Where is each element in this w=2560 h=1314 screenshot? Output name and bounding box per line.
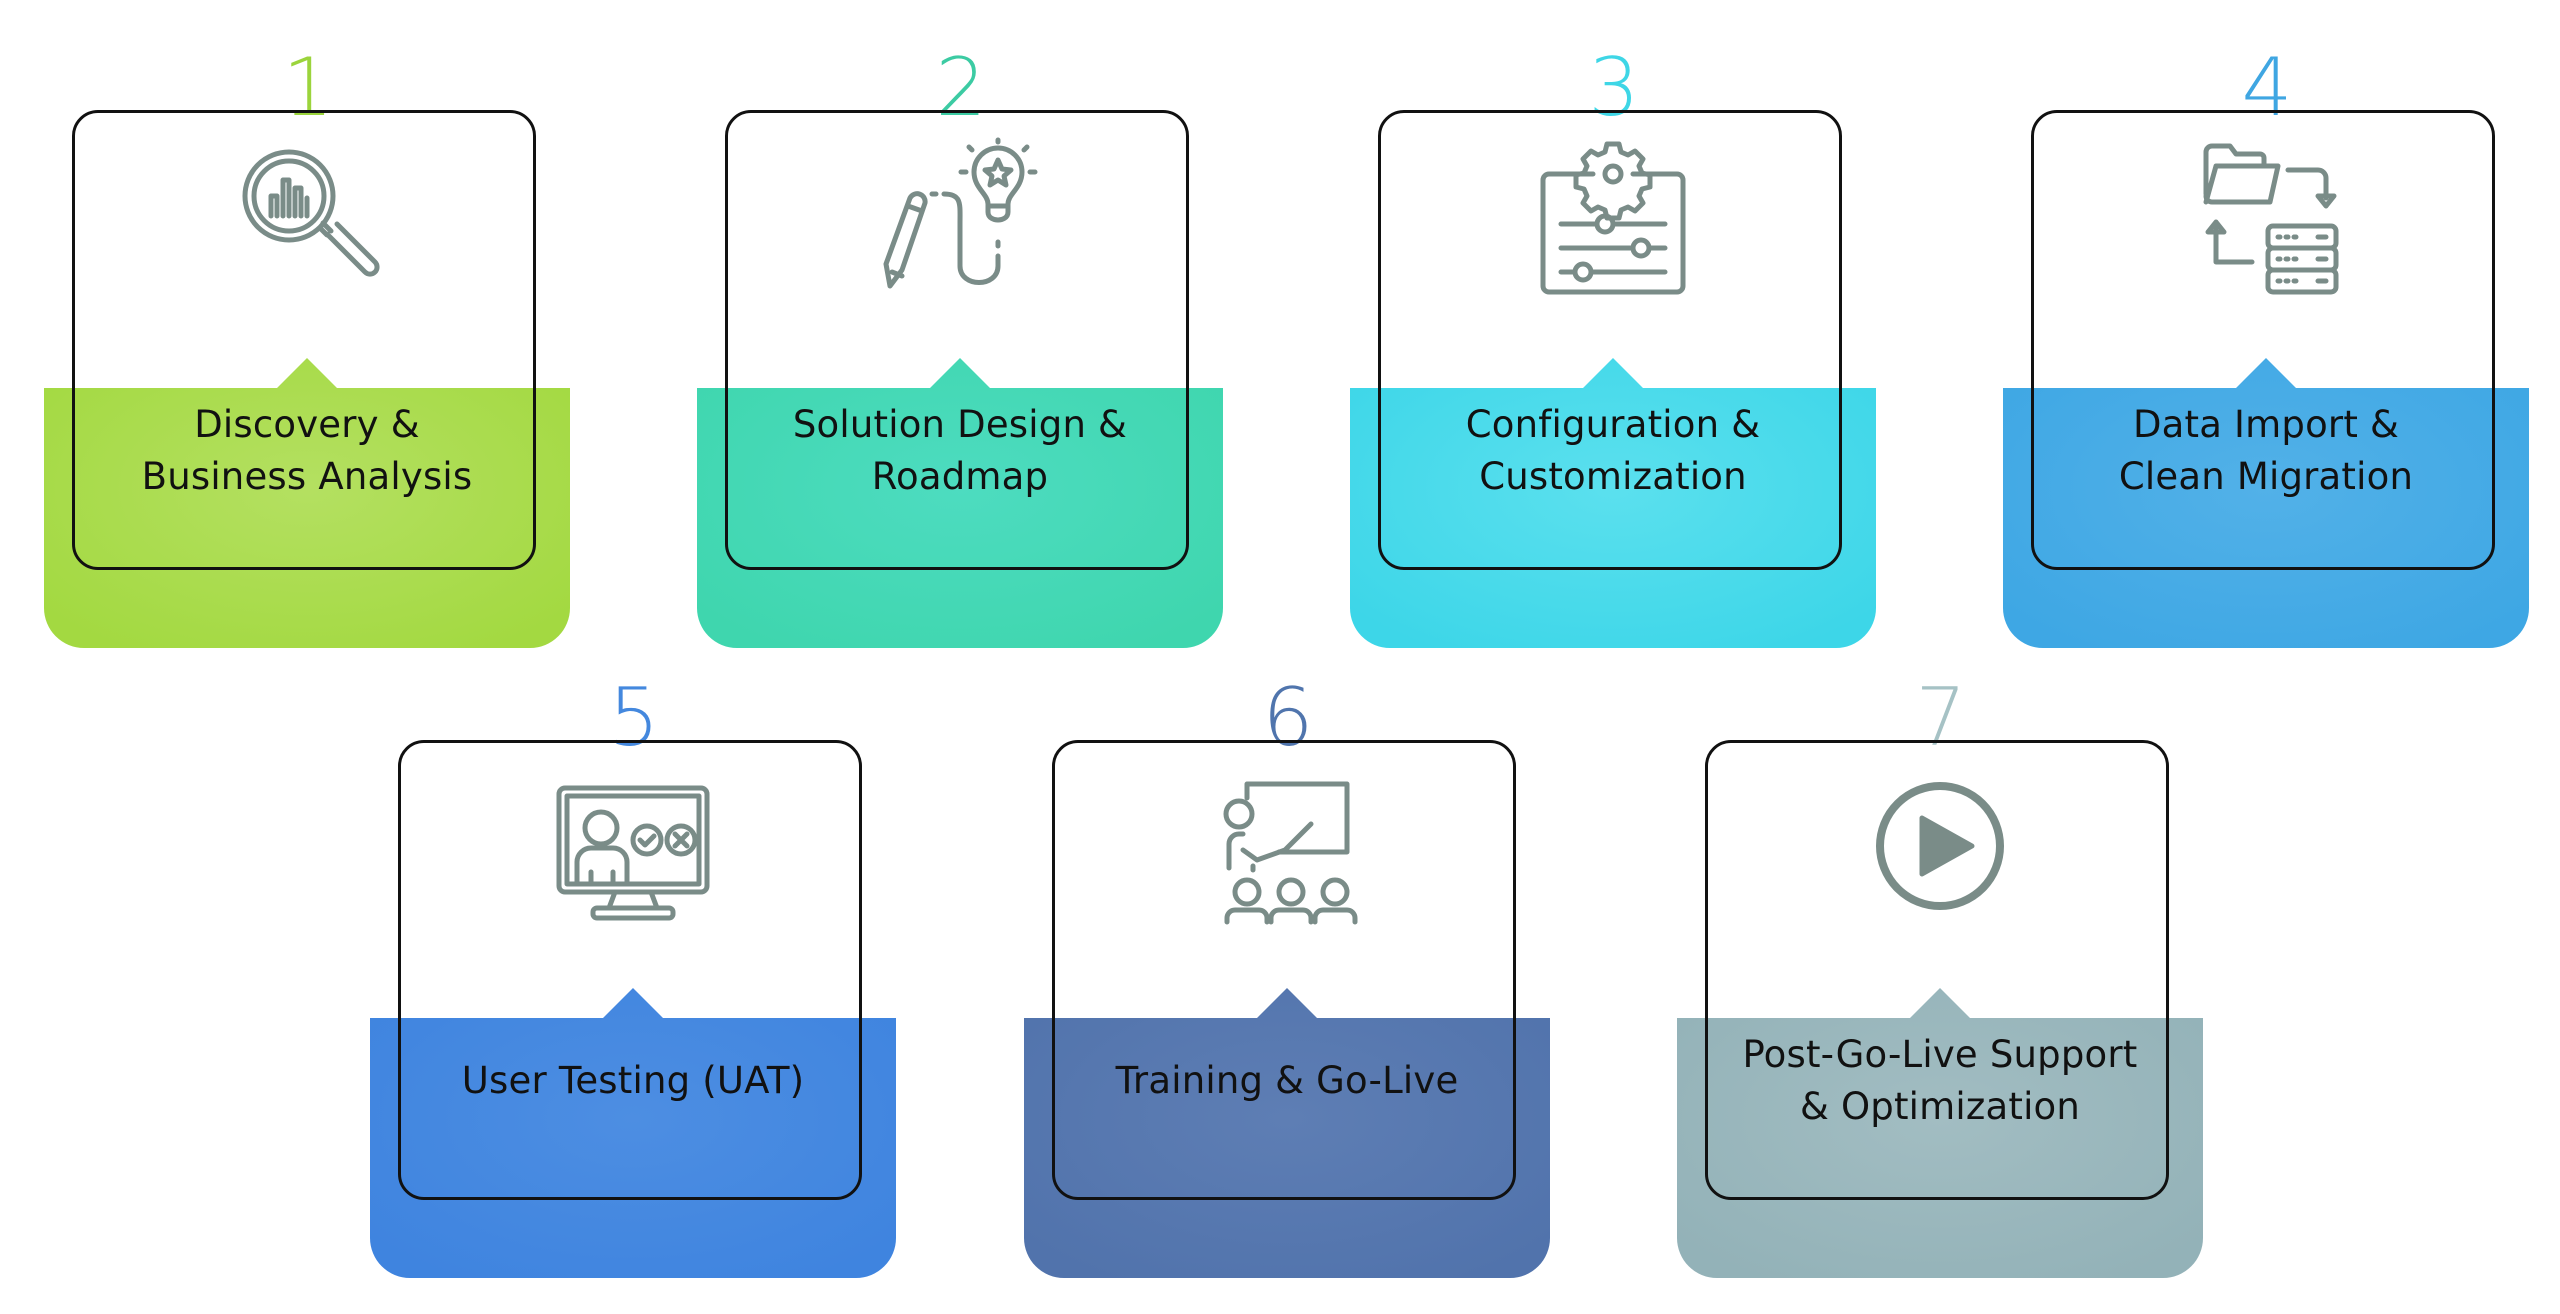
step-card-outline [1705, 740, 2169, 1200]
step-card-outline [1378, 110, 1842, 570]
step-card-outline [72, 110, 536, 570]
monitor-user-check-icon [553, 766, 713, 926]
step-card-outline [2031, 110, 2495, 570]
step-card-outline [398, 740, 862, 1200]
step-color-panel [697, 358, 1223, 648]
presenter-audience-icon [1207, 766, 1367, 926]
step-label: Solution Design & Roadmap [737, 360, 1183, 542]
step-label-line: Business Analysis [141, 455, 473, 498]
folder-database-sync-icon [2186, 136, 2346, 296]
step-label: Training & Go-Live [1064, 990, 1510, 1172]
step-label-line: Data Import & [2132, 403, 2400, 446]
step-label-line: Roadmap [871, 455, 1049, 498]
step-label-line: Discovery & [194, 403, 420, 446]
step-label-line: Solution Design & [792, 403, 1128, 446]
magnifier-chart-icon [227, 136, 387, 296]
step-label-line: Training & Go-Live [1115, 1059, 1459, 1102]
step-number: 3 [1588, 41, 1640, 134]
step-card-outline [1052, 740, 1516, 1200]
step-color-panel [44, 358, 570, 648]
step-number: 7 [1915, 671, 1967, 764]
step-number: 2 [935, 41, 987, 134]
step-number: 6 [1262, 671, 1314, 764]
step-label: Data Import & Clean Migration [2043, 360, 2489, 542]
step-label-line: User Testing (UAT) [461, 1059, 805, 1102]
step-color-panel [1677, 988, 2203, 1278]
step-color-panel [1350, 358, 1876, 648]
step-label-line: Configuration & [1465, 403, 1761, 446]
step-label-line: Customization [1479, 455, 1747, 498]
step-label: User Testing (UAT) [410, 990, 856, 1172]
step-color-panel [370, 988, 896, 1278]
step-number: 1 [282, 41, 334, 134]
step-color-panel [2003, 358, 2529, 648]
step-number: 5 [608, 671, 660, 764]
step-label: Configuration & Customization [1390, 360, 1836, 542]
play-circle-icon [1860, 766, 2020, 926]
step-label: Discovery & Business Analysis [84, 360, 530, 542]
step-label-line: Post-Go-Live Support [1742, 1033, 2138, 1076]
step-number: 4 [2241, 41, 2293, 134]
step-label-line: & Optimization [1799, 1085, 2081, 1128]
gear-sliders-icon [1533, 136, 1693, 296]
pencil-lightbulb-icon [880, 136, 1040, 296]
step-card-outline [725, 110, 1189, 570]
step-color-panel [1024, 988, 1550, 1278]
step-label-line: Clean Migration [2118, 455, 2414, 498]
step-label: Post-Go-Live Support & Optimization [1717, 990, 2163, 1172]
